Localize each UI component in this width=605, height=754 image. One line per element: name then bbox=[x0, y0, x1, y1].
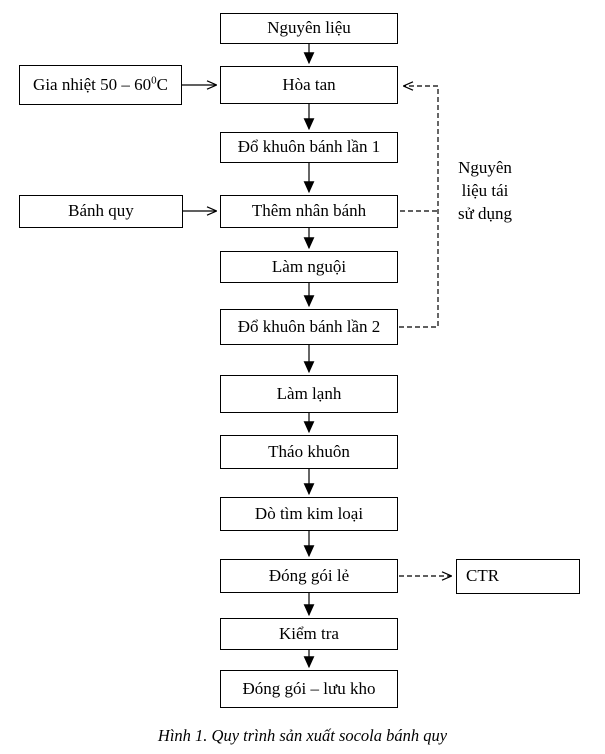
output-box-ctr: CTR bbox=[456, 559, 580, 594]
step-label: Thêm nhân bánh bbox=[251, 201, 367, 221]
step-label: Dò tìm kim loại bbox=[254, 503, 364, 523]
step-label: Đóng gói lẻ bbox=[268, 565, 350, 585]
step-label: Làm nguội bbox=[271, 256, 347, 276]
heating-label-prefix: Gia nhiệt 50 – 60 bbox=[33, 74, 152, 94]
output-label: CTR bbox=[466, 566, 500, 586]
step-box-do-khuon-2: Đổ khuôn bánh lần 2 bbox=[220, 309, 398, 345]
recycle-note: Nguyên liệu tái sử dụng bbox=[443, 156, 527, 225]
input-label: Gia nhiệt 50 – 600C bbox=[33, 74, 168, 95]
heating-label-superscript: 0 bbox=[151, 74, 157, 86]
recycle-note-line: Nguyên bbox=[458, 158, 512, 177]
step-label: Đổ khuôn bánh lần 1 bbox=[237, 137, 381, 157]
step-box-kiem-tra: Kiểm tra bbox=[220, 618, 398, 650]
step-label: Kiểm tra bbox=[279, 623, 339, 643]
step-box-hoa-tan: Hòa tan bbox=[220, 66, 398, 104]
recycle-note-line: liệu tái bbox=[461, 181, 509, 200]
recycle-note-line: sử dụng bbox=[457, 204, 513, 223]
step-box-lam-lanh: Làm lạnh bbox=[220, 375, 398, 413]
figure-caption: Hình 1. Quy trình sản xuất socola bánh q… bbox=[157, 726, 448, 745]
input-box-gia-nhiet: Gia nhiệt 50 – 600C bbox=[19, 65, 182, 105]
step-box-dong-goi-luu-kho: Đóng gói – lưu kho bbox=[220, 670, 398, 708]
connector-recycle-dokhuon2-hoatan bbox=[399, 86, 439, 328]
step-label: Đóng gói – lưu kho bbox=[242, 678, 376, 698]
step-label: Nguyên liệu bbox=[267, 18, 351, 38]
step-label: Tháo khuôn bbox=[268, 441, 350, 461]
step-box-thao-khuon: Tháo khuôn bbox=[220, 435, 398, 469]
input-label: Bánh quy bbox=[68, 201, 134, 221]
step-box-dong-goi-le: Đóng gói lẻ bbox=[220, 559, 398, 593]
step-box-do-tim-kim-loai: Dò tìm kim loại bbox=[220, 497, 398, 531]
step-box-do-khuon-1: Đổ khuôn bánh lần 1 bbox=[220, 132, 398, 163]
step-label: Đổ khuôn bánh lần 2 bbox=[237, 316, 381, 336]
heating-label-suffix: C bbox=[156, 74, 168, 94]
step-box-them-nhan-banh: Thêm nhân bánh bbox=[220, 195, 398, 228]
step-label: Làm lạnh bbox=[276, 383, 342, 403]
input-box-banh-quy: Bánh quy bbox=[19, 195, 183, 228]
step-box-nguyen-lieu: Nguyên liệu bbox=[220, 13, 398, 44]
step-box-lam-nguoi: Làm nguội bbox=[220, 251, 398, 283]
step-label: Hòa tan bbox=[282, 74, 336, 94]
